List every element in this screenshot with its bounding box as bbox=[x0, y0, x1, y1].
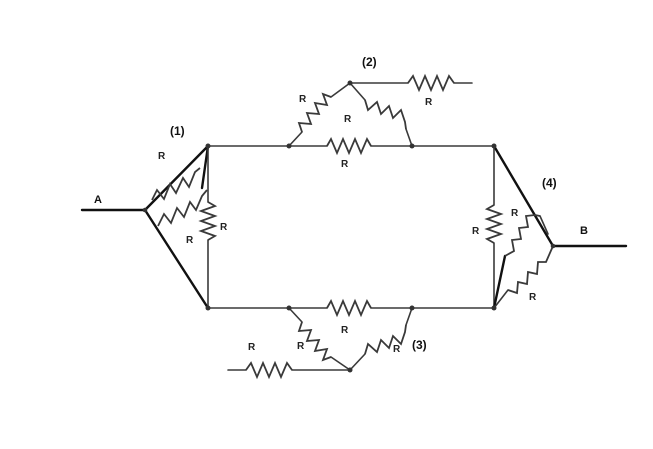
wire-2-right-lower bbox=[405, 128, 413, 147]
label-terminal-a: A bbox=[94, 194, 102, 206]
resistor-2-left bbox=[297, 92, 332, 133]
node-topleft bbox=[205, 143, 211, 149]
label-junction-3: (3) bbox=[412, 338, 427, 352]
resistor-3-out bbox=[245, 360, 293, 380]
node-top-2left bbox=[286, 143, 292, 149]
node-bottomright bbox=[491, 305, 497, 311]
label-r-2-right: R bbox=[344, 114, 352, 125]
wire-4a-b bbox=[539, 215, 549, 235]
wire-topright-b bbox=[492, 144, 555, 248]
wire-3-right-upper bbox=[405, 307, 413, 326]
label-junction-4: (4) bbox=[542, 176, 557, 190]
node-topright bbox=[491, 143, 497, 149]
wire-a-bottomleft bbox=[143, 208, 210, 310]
label-r-right-vertical: R bbox=[472, 226, 480, 237]
label-r-1a: R bbox=[158, 151, 166, 162]
wire-4b-start bbox=[493, 289, 509, 309]
wire-3-right-lower bbox=[349, 353, 366, 371]
node-2-apex bbox=[347, 80, 353, 86]
resistor-top-middle bbox=[326, 136, 372, 156]
wire-3-left-upper bbox=[288, 307, 303, 323]
label-r-4b: R bbox=[529, 292, 537, 303]
node-b bbox=[550, 243, 556, 249]
label-r-2-left: R bbox=[299, 94, 307, 105]
resistor-4a bbox=[504, 214, 541, 257]
label-junction-2: (2) bbox=[362, 55, 377, 69]
node-a bbox=[142, 207, 148, 213]
wire-2-right-upper bbox=[349, 82, 366, 101]
label-r-left-vertical: R bbox=[220, 222, 228, 233]
node-bottom-3left bbox=[286, 305, 292, 311]
resistor-1b bbox=[157, 189, 208, 227]
node-bottom-3right bbox=[409, 305, 415, 311]
wire-topleft-down bbox=[200, 144, 210, 190]
node-top-2right bbox=[409, 143, 415, 149]
node-3-apex bbox=[347, 367, 353, 373]
wire-a-topleft bbox=[143, 144, 210, 212]
label-r-4a: R bbox=[511, 208, 519, 219]
label-terminal-b: B bbox=[580, 225, 588, 237]
label-r-3-out: R bbox=[248, 342, 256, 353]
wire-2-left-lower bbox=[288, 131, 303, 147]
label-r-3-left: R bbox=[297, 341, 305, 352]
label-r-3-right: R bbox=[393, 344, 401, 355]
resistor-2-out bbox=[407, 73, 455, 93]
wire-bottomright-up bbox=[492, 254, 507, 310]
wire-2-left-upper bbox=[330, 82, 351, 98]
label-r-top-middle: R bbox=[341, 159, 349, 170]
resistor-2-right bbox=[364, 99, 407, 130]
resistor-3-left bbox=[297, 321, 332, 362]
label-r-bottom-middle: R bbox=[341, 325, 349, 336]
wire-3-left-lower bbox=[330, 356, 351, 371]
resistor-1a bbox=[151, 167, 201, 201]
label-r-2-out: R bbox=[425, 97, 433, 108]
resistor-right-vertical bbox=[484, 204, 504, 244]
resistor-bottom-middle bbox=[326, 298, 372, 318]
resistor-3-right bbox=[364, 324, 407, 355]
resistor-left-vertical bbox=[198, 201, 218, 241]
node-bottomleft bbox=[205, 305, 211, 311]
label-r-1b: R bbox=[186, 235, 194, 246]
label-junction-1: (1) bbox=[170, 124, 185, 138]
resistor-4b bbox=[507, 245, 554, 295]
